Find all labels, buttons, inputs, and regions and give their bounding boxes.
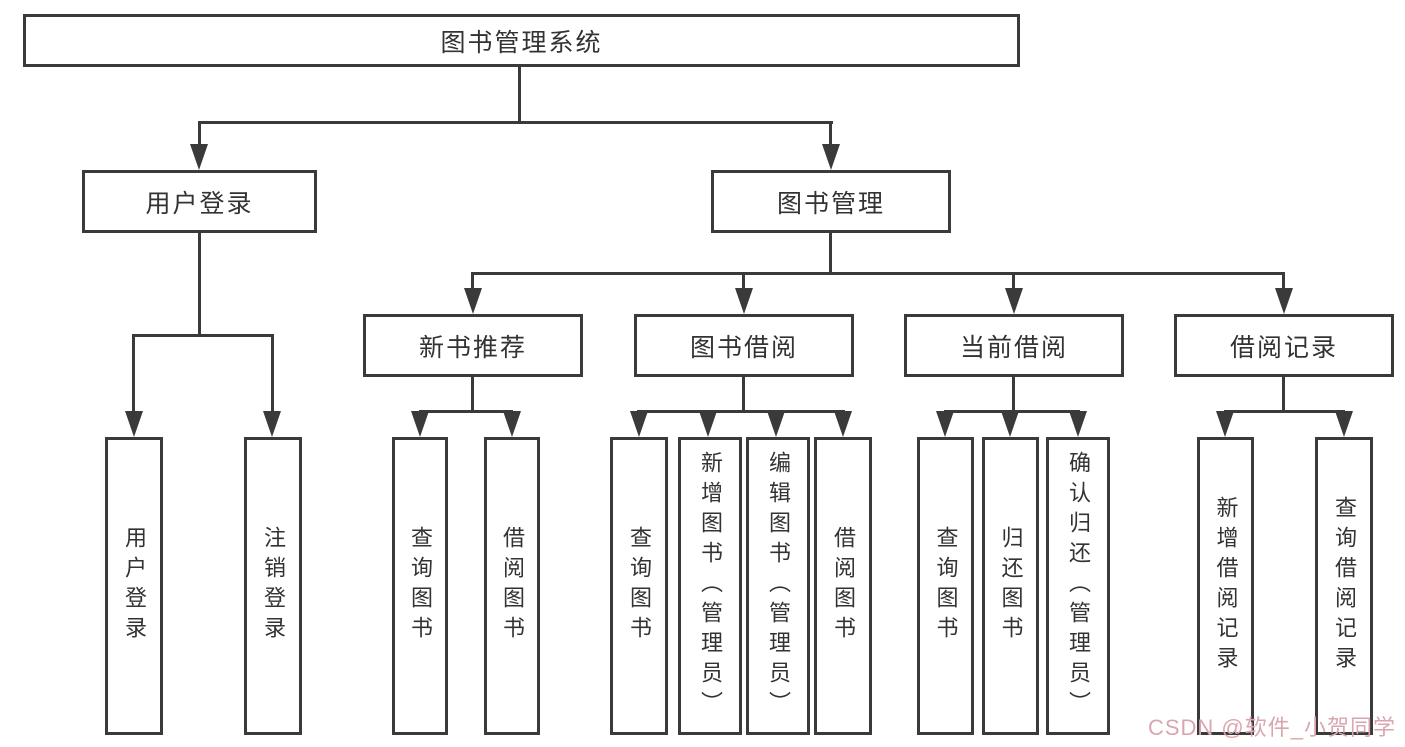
leaf-borrow-query: 查询图书 (610, 437, 668, 735)
connector-arm-book-mgmt (829, 121, 832, 146)
arrow-down-icon (1005, 288, 1023, 314)
leaf-borrow-add-admin: 新增图书（管理员） (678, 437, 742, 735)
connector-borrow-stub (742, 377, 745, 410)
leaf-current-query: 查询图书 (917, 437, 974, 735)
connector-user-login-branch (132, 334, 273, 337)
connector-arm-borrow (742, 272, 745, 289)
node-root: 图书管理系统 (23, 14, 1020, 67)
connector-arm-leaf-login (132, 334, 135, 412)
connector-records-branch (1224, 410, 1345, 413)
node-book-mgmt: 图书管理 (711, 170, 951, 233)
arrow-down-icon (1335, 411, 1353, 437)
leaf-user-login: 用户登录 (105, 437, 163, 735)
node-borrow-records: 借阅记录 (1174, 314, 1394, 377)
connector-borrow-branch (637, 410, 845, 413)
leaf-current-return: 归还图书 (982, 437, 1039, 735)
node-book-borrow: 图书借阅 (634, 314, 854, 377)
leaf-current-confirm-admin: 确认归还（管理员） (1046, 437, 1110, 735)
connector-new-book-branch (419, 410, 513, 413)
connector-book-mgmt-branch (472, 272, 1285, 275)
node-current-borrow: 当前借阅 (904, 314, 1124, 377)
leaf-newbook-borrow: 借阅图书 (484, 437, 540, 735)
connector-new-book-stub (471, 377, 474, 410)
connector-arm-new-book (471, 272, 474, 289)
arrow-down-icon (1001, 411, 1019, 437)
connector-arm-records (1282, 272, 1285, 289)
node-new-book-rec: 新书推荐 (363, 314, 583, 377)
leaf-records-query: 查询借阅记录 (1315, 437, 1373, 735)
connector-arm-current (1012, 272, 1015, 289)
connector-root-stub (518, 67, 521, 121)
arrow-down-icon (1275, 288, 1293, 314)
connector-root-branch (198, 121, 833, 124)
leaf-newbook-query: 查询图书 (392, 437, 448, 735)
node-user-login: 用户登录 (82, 170, 317, 233)
arrow-down-icon (1069, 411, 1087, 437)
arrow-down-icon (411, 411, 429, 437)
arrow-down-icon (936, 411, 954, 437)
connector-arm-leaf-logout (271, 334, 274, 412)
leaf-borrow-edit-admin: 编辑图书（管理员） (746, 437, 810, 735)
csdn-watermark: CSDN @软件_小贺同学 (1147, 715, 1396, 740)
arrow-down-icon (125, 411, 143, 437)
arrow-down-icon (190, 144, 208, 170)
connector-arm-user-login (198, 121, 201, 146)
connector-user-login-stub (198, 233, 201, 334)
connector-current-stub (1012, 377, 1015, 410)
connector-records-stub (1282, 377, 1285, 410)
arrow-down-icon (699, 411, 717, 437)
connector-book-mgmt-stub (829, 233, 832, 272)
arrow-down-icon (1216, 411, 1234, 437)
arrow-down-icon (767, 411, 785, 437)
leaf-logout: 注销登录 (244, 437, 302, 735)
arrow-down-icon (503, 411, 521, 437)
arrow-down-icon (822, 144, 840, 170)
arrow-down-icon (834, 411, 852, 437)
arrow-down-icon (464, 288, 482, 314)
leaf-records-add: 新增借阅记录 (1197, 437, 1254, 735)
arrow-down-icon (735, 288, 753, 314)
leaf-borrow-borrow: 借阅图书 (814, 437, 872, 735)
arrow-down-icon (630, 411, 648, 437)
arrow-down-icon (263, 411, 281, 437)
